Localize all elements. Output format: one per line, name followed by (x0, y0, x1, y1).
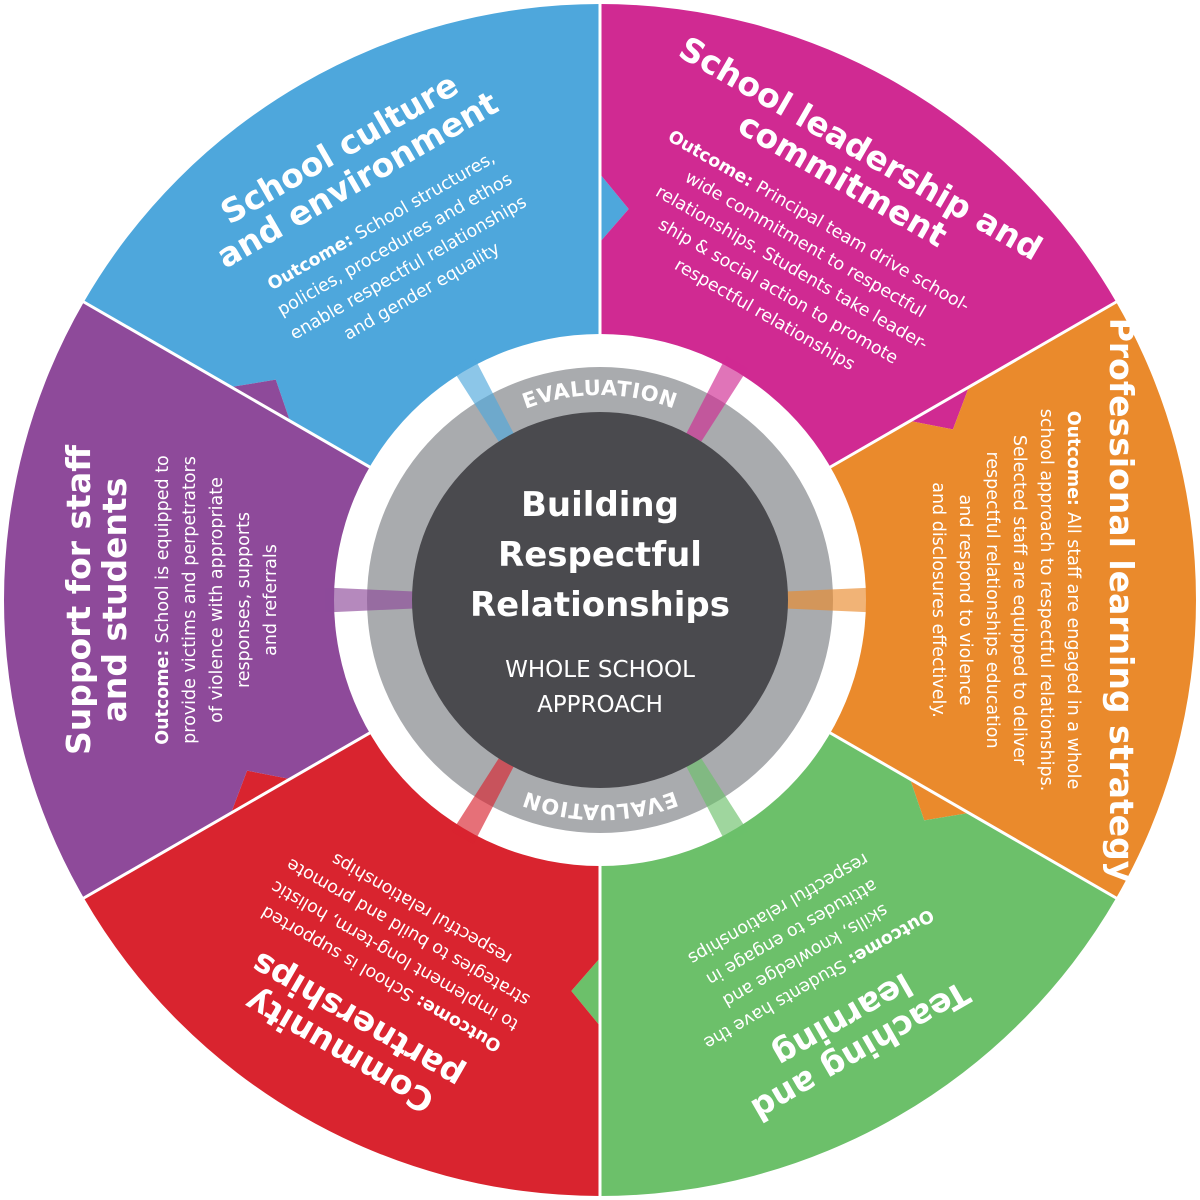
segment-body-line: and referrals (261, 544, 281, 656)
segment-body-line: and disclosures effectively. (928, 482, 948, 718)
segment-support (4, 302, 386, 898)
segment-divider (814, 299, 1119, 478)
segment-title-line: Support for staff (59, 444, 98, 755)
hub-subtitle-line: WHOLE SCHOOL (505, 657, 695, 683)
segment-title-line: Professional learning strategy (1102, 318, 1141, 883)
segment-body-line: school approach to respectful relationsh… (1036, 409, 1056, 792)
segment-professional (814, 302, 1196, 898)
connector-teaching (685, 756, 749, 845)
connector-professional (785, 587, 875, 613)
center-hub (412, 412, 788, 788)
segment-outcome-line: Outcome: School is equipped to (153, 455, 173, 745)
segment-body-line: responses, supports (234, 512, 254, 688)
segment-body-line: provide victims and perpetrators (180, 456, 200, 744)
hub-title-line: Respectful (498, 535, 702, 575)
segment-body-line: of violence with appropriate (207, 477, 227, 723)
segment-body-line: and respond to violence (955, 495, 975, 706)
segment-title-line: and students (95, 478, 134, 723)
connector-leadership (685, 355, 749, 444)
segment-outcome-line: Outcome: All staff are engaged in a whol… (1063, 411, 1083, 790)
connector-support (325, 587, 415, 613)
label-professional: Professional learning strategy Outcome: A… (928, 318, 1141, 883)
segment-divider (81, 722, 386, 901)
hub-title-line: Building (521, 485, 679, 525)
segment-divider (81, 299, 386, 478)
connector-culture (451, 355, 515, 444)
hub-subtitle-line: APPROACH (537, 692, 663, 718)
hub-title-line: Relationships (470, 585, 730, 625)
connector-community (451, 756, 515, 845)
segment-divider (814, 722, 1119, 901)
segment-body-line: respectful relationships education (982, 451, 1002, 748)
segment-body-line: Selected staff are equipped to deliver (1009, 435, 1029, 766)
